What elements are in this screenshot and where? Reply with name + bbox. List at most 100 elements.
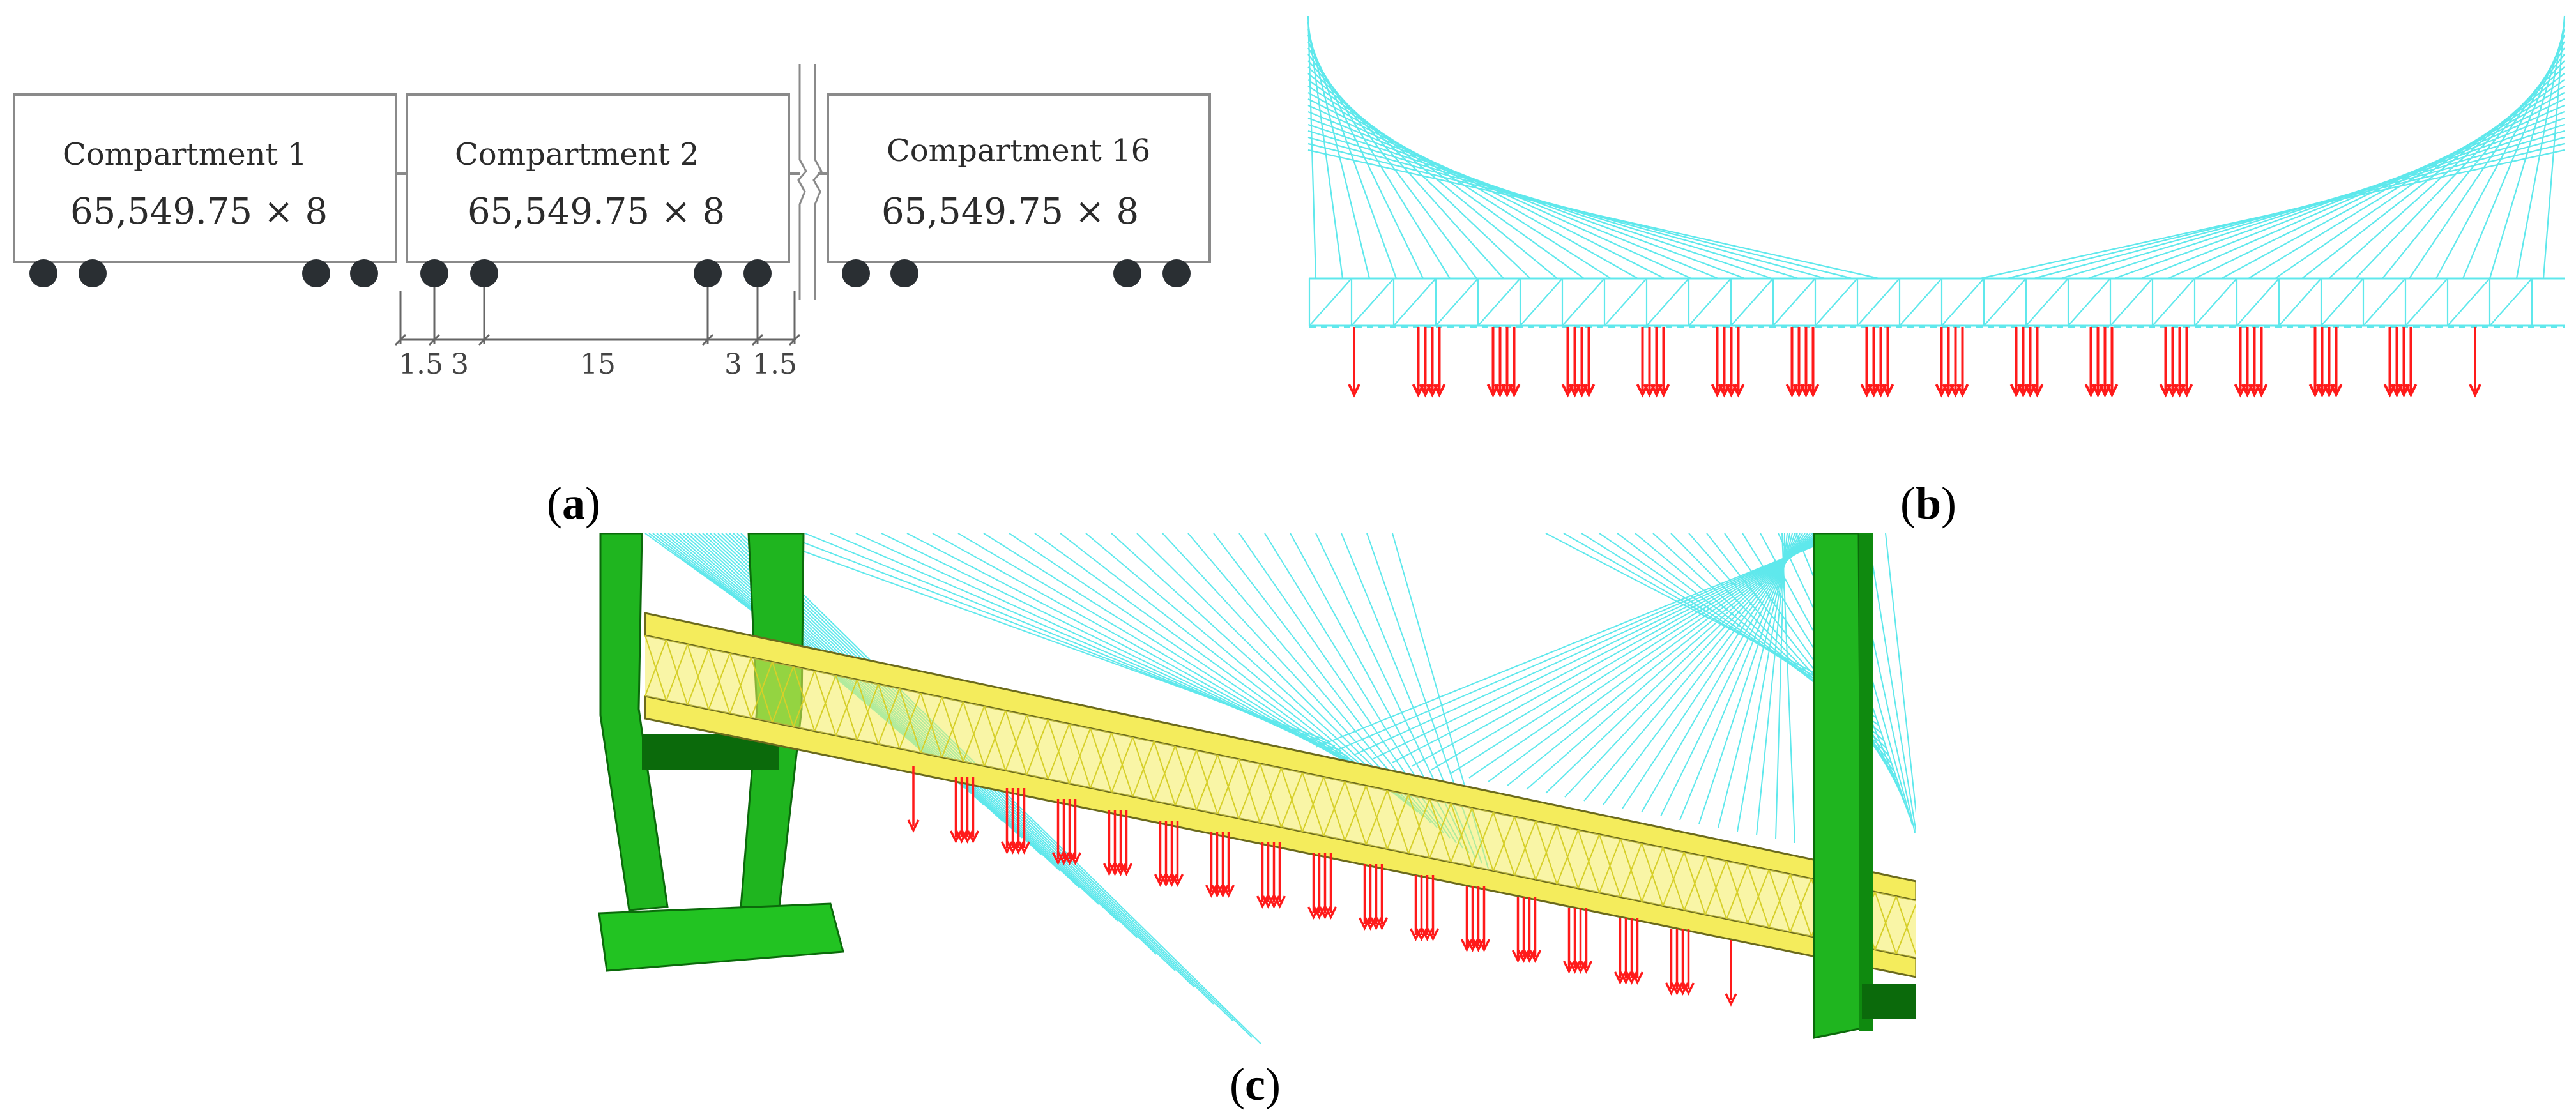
mesh-diagonal <box>1493 816 1515 871</box>
stay-cable <box>2382 54 2565 279</box>
stay-cable <box>1603 533 1808 805</box>
mesh-diagonal <box>1641 847 1664 902</box>
truss-diagonal <box>2068 278 2111 326</box>
mesh-diagonal <box>1175 750 1197 806</box>
stay-cable <box>1307 28 1371 279</box>
stay-cable <box>1307 104 1692 280</box>
mesh-diagonal <box>687 648 710 706</box>
stay-cable <box>2140 110 2565 280</box>
mesh-diagonal <box>1238 763 1261 819</box>
stay-cable <box>2462 34 2566 279</box>
stay-cable <box>1373 533 1839 759</box>
truss-diagonal <box>1646 278 1689 326</box>
wheel <box>694 259 722 287</box>
stay-cable <box>1307 149 1880 280</box>
left-tower-leg-front <box>599 533 669 911</box>
wheel <box>350 259 378 287</box>
stay-cable <box>1545 533 1816 794</box>
truss-diagonal <box>2110 278 2153 326</box>
mesh-diagonal <box>1132 741 1155 797</box>
compartment-1-box <box>13 93 397 263</box>
truss-diagonal <box>2363 278 2406 326</box>
truss-diagonal <box>1730 278 1774 326</box>
compartment-1-load: 65,549.75 × 8 <box>70 191 328 232</box>
mesh-diagonal <box>878 688 901 745</box>
mesh-diagonal <box>1302 777 1325 832</box>
wheel <box>1162 259 1191 287</box>
mesh-diagonal <box>1556 830 1579 885</box>
mesh-diagonal <box>1895 902 1916 954</box>
load-arrow-head <box>1682 982 1695 996</box>
mesh-diagonal <box>1874 896 1897 950</box>
truss-diagonal <box>1772 278 1816 326</box>
mesh-diagonal <box>1577 834 1600 889</box>
deck-upper-girder <box>644 612 1916 902</box>
load-arrow-head <box>1528 950 1542 963</box>
stay-cable <box>2033 136 2565 280</box>
truss-diagonal <box>1562 278 1605 326</box>
wheel <box>302 259 330 287</box>
stay-cable <box>1488 533 1824 782</box>
truss-diagonal <box>2236 278 2280 326</box>
stay-cable <box>1698 533 1795 824</box>
panel-c-3d-model: (c) <box>598 533 1916 1110</box>
stay-cable <box>2194 98 2565 279</box>
truss-diagonal <box>1309 278 1352 326</box>
stay-cable <box>2488 28 2566 279</box>
load-arrow-head <box>1375 917 1389 931</box>
load-arrow-head <box>1069 852 1082 865</box>
compartment-16-label: Compartment 16 <box>887 133 1150 169</box>
load-arrow-head <box>1171 874 1184 887</box>
stay-cables <box>1307 15 2566 280</box>
wheel <box>890 259 918 287</box>
load-arrow-head <box>1956 384 1969 398</box>
mesh-diagonal <box>1344 786 1367 841</box>
stay-cable <box>1507 533 1821 786</box>
load-arrow-head <box>2469 384 2481 398</box>
right-tower-crossbeam <box>1862 984 1916 1019</box>
stay-cable <box>1781 533 1795 844</box>
mesh-diagonal <box>1005 715 1028 771</box>
mesh-diagonal <box>1111 736 1134 793</box>
mesh-diagonal <box>963 706 985 762</box>
truss-diagonal <box>2405 278 2448 326</box>
stay-cable <box>2114 117 2565 280</box>
load-arrow-head <box>1426 928 1440 941</box>
stay-cable <box>1660 533 1801 817</box>
mesh-diagonal <box>1535 825 1558 880</box>
stay-cable <box>1307 34 1398 279</box>
truss-diagonal <box>1899 278 1942 326</box>
stay-cable <box>1449 533 1829 775</box>
mesh-diagonal <box>729 657 752 714</box>
stay-cable <box>2275 79 2565 279</box>
stay-cable <box>1034 533 1399 798</box>
load-arrow-head <box>2105 384 2119 398</box>
stay-cable <box>1430 533 1831 771</box>
stay-cable <box>1583 533 1811 802</box>
truss-diagonal <box>1477 278 1521 326</box>
stay-cable <box>1307 92 1638 279</box>
stay-cable <box>2060 130 2565 280</box>
stay-cable <box>1468 533 1826 779</box>
wheel <box>29 259 57 287</box>
wheel <box>420 259 448 287</box>
load-arrow-head <box>1348 384 1360 398</box>
truss-diagonal <box>1520 278 1563 326</box>
mesh-diagonal <box>1768 874 1791 928</box>
panel-a-label: (a) <box>547 478 600 529</box>
truss-diagonal <box>2278 278 2322 326</box>
panel-b-bridge-elevation: (b) <box>1307 15 2566 529</box>
truss-diagonal <box>1604 278 1647 326</box>
compartment-2-box <box>406 93 790 263</box>
wheel <box>470 259 498 287</box>
mesh-diagonal <box>793 671 816 727</box>
stay-cable <box>1867 533 1916 837</box>
stay-cable <box>1756 533 1788 836</box>
stay-cable <box>1315 533 1847 748</box>
mesh-diagonal <box>1789 878 1812 932</box>
deck-girders <box>644 612 1916 978</box>
stay-cable <box>1622 533 1806 809</box>
deck-truss-members <box>1308 278 2533 326</box>
dimension-label: 3 <box>451 348 469 381</box>
truss-diagonal <box>1941 278 1985 326</box>
